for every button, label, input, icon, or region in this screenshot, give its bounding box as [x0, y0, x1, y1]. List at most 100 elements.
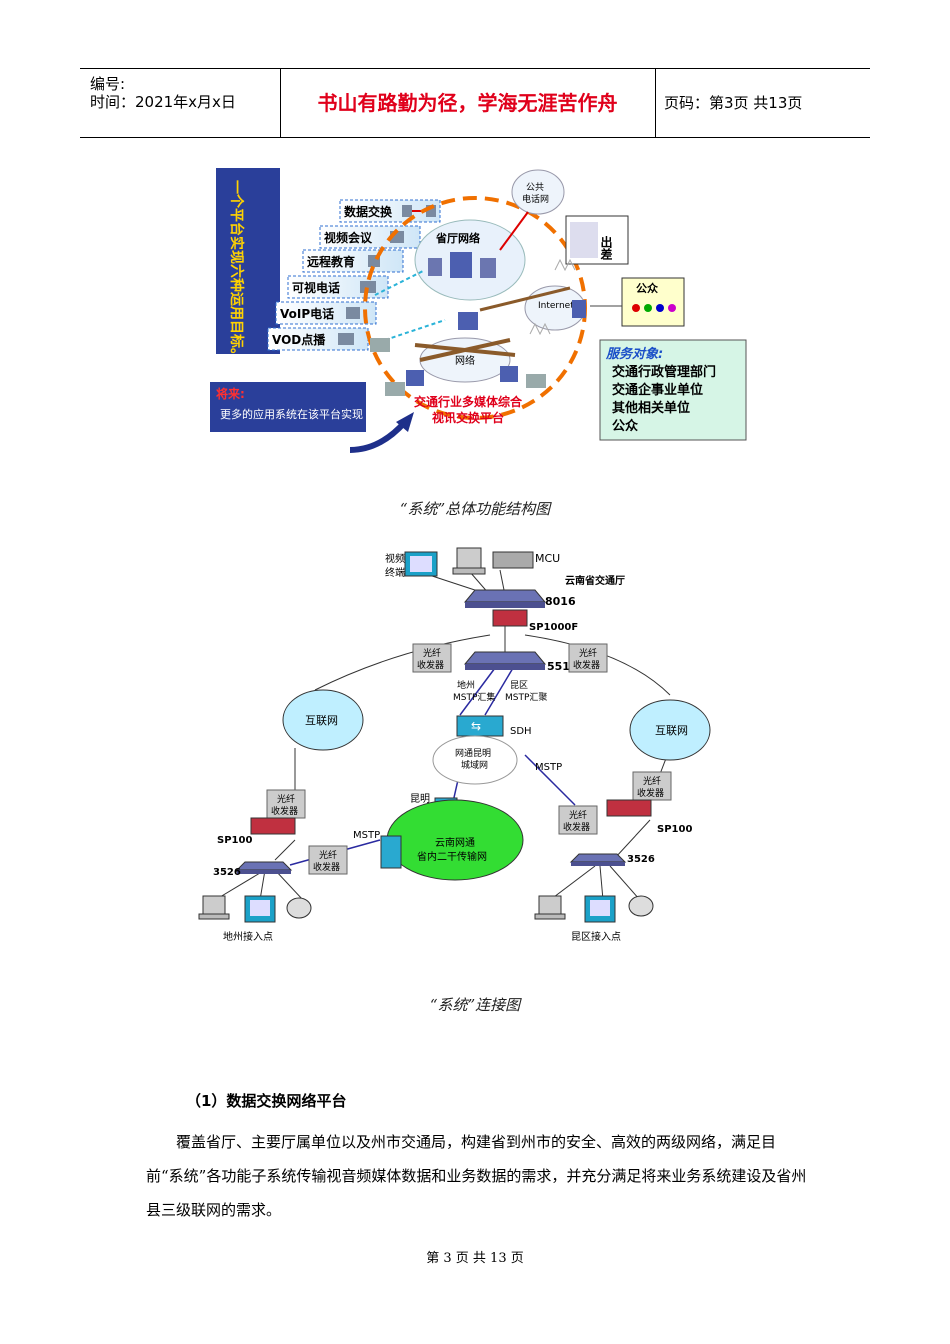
core-net-cloud: 网络	[414, 312, 516, 383]
transceiver-box: 光纤 收发器	[558, 805, 598, 835]
transceiver-box: 光纤 收发器	[266, 789, 306, 819]
metro-line2: 城域网	[461, 759, 488, 771]
transceiver-line1: 光纤	[643, 775, 661, 787]
province-net-label: 省厅网络	[435, 231, 480, 245]
transceiver-box: 光纤 收发器	[412, 643, 452, 673]
future-text: 更多的应用系统在该平台实现	[220, 407, 363, 421]
app-label: VOD点播	[272, 332, 326, 347]
core-net-label: 网络	[455, 354, 475, 367]
transceiver-line2: 收发器	[563, 821, 590, 833]
mstp-label: MSTP	[535, 762, 562, 773]
switch-8016: 8016	[463, 589, 576, 608]
internet-right-label: 互联网	[655, 724, 688, 737]
kunqu-mstp-line1: 昆区	[510, 680, 528, 691]
endpoints-left	[198, 895, 312, 923]
video-terminal-line1: 视频	[385, 552, 405, 565]
video-terminal: 视频 终端	[385, 551, 438, 579]
transceiver-line1: 光纤	[569, 809, 587, 821]
transceiver-line1: 光纤	[579, 647, 597, 659]
platform-devices	[370, 338, 546, 396]
switch-5516: 5516	[463, 651, 578, 673]
transceiver-box: 光纤 收发器	[568, 643, 608, 673]
future-title: 将来:	[216, 386, 245, 401]
firewall-sp100-right: SP100	[606, 799, 692, 835]
vertical-banner	[216, 168, 280, 354]
transceiver-line2: 收发器	[313, 861, 340, 873]
internet-left-label: 互联网	[305, 714, 338, 727]
internet-cloud: Internet	[524, 285, 586, 331]
switch-3526-left: 3526	[213, 861, 293, 878]
service-box: 服务对象: 交通行政管理部门 交通企事业单位 其他相关单位 公众	[599, 339, 747, 441]
app-label: 视频会议	[324, 230, 373, 245]
public-phone-cloud: 公共 电话网	[511, 169, 565, 215]
connection-diagram: 视频 终端 MCU 云南省交通厅 8016 SP1000F 5516 光纤 收发…	[198, 547, 711, 943]
app-label: 数据交换	[344, 204, 393, 219]
transceiver-line2: 收发器	[417, 659, 444, 671]
app-box: 远程教育	[302, 249, 404, 273]
yn-trans-line1: 云南网通	[435, 836, 475, 849]
yn-trans-net: 云南网通 省内二干传输网	[386, 799, 524, 881]
kunqu-mstp-line2: MSTP汇聚	[505, 692, 547, 703]
switch-8016-label: 8016	[545, 595, 576, 608]
internet-left: 互联网	[282, 689, 364, 751]
figure1-caption: “系统”总体功能结构图	[399, 500, 551, 518]
mcu-label: MCU	[535, 552, 560, 565]
header-right-cell: 页码：第3页 共13页	[655, 69, 871, 137]
dizhou-mstp-line2: MSTP汇集	[453, 691, 495, 703]
kunming-label: 昆明	[410, 793, 430, 805]
sdh-device: ⇆ SDH	[456, 715, 532, 737]
app-label: 远程教育	[307, 254, 355, 269]
transceiver-line1: 光纤	[277, 793, 295, 805]
endpoints-right	[534, 895, 654, 923]
mstp-left-label: MSTP	[353, 830, 380, 841]
firewall-sp1000f-label: SP1000F	[529, 622, 578, 633]
page-header: 编号: 时间：2021年x月x日 书山有路勤为径，学海无涯苦作舟 页码：第3页 …	[80, 68, 870, 138]
trip-label: 出差	[599, 235, 613, 260]
platform-label-line1: 交通行业多媒体综合	[414, 394, 523, 409]
service-title: 服务对象:	[605, 346, 663, 362]
service-item: 交通企事业单位	[612, 382, 703, 398]
service-item: 其他相关单位	[612, 400, 690, 416]
vertical-banner-text: 一个平台实现六种运用目标。	[228, 180, 245, 362]
header-motto: 书山有路勤为径，学海无涯苦作舟	[317, 91, 618, 115]
transceiver-line1: 光纤	[319, 849, 337, 861]
app-box: 数据交换	[339, 199, 441, 223]
paragraph-text: 覆盖省厅、主要厅属单位以及州市交通局，构建省到州市的安全、高效的两级网络，满足目…	[146, 1133, 807, 1219]
public-phone-line2: 电话网	[522, 193, 549, 205]
metro-line1: 网通昆明	[455, 748, 491, 759]
dept-label: 云南省交通厅	[565, 574, 625, 587]
sp100-left-label: SP100	[217, 835, 252, 846]
figure2-caption: “系统”连接图	[429, 996, 521, 1014]
province-net-cloud: 省厅网络	[414, 219, 526, 301]
service-item: 交通行政管理部门	[612, 364, 716, 380]
sdh-label: SDH	[510, 726, 532, 737]
app-box: VoIP电话	[275, 301, 377, 325]
pc-icon	[452, 547, 486, 575]
header-left-cell: 编号: 时间：2021年x月x日	[80, 69, 281, 137]
transceiver-line2: 收发器	[637, 787, 664, 799]
dizhou-access-label: 地州接入点	[223, 930, 273, 943]
internet-label: Internet	[538, 301, 574, 311]
sw3526-right-label: 3526	[627, 854, 655, 865]
kunqu-access-label: 昆区接入点	[571, 930, 621, 943]
app-box: 视频会议	[319, 225, 421, 249]
sp100-right-label: SP100	[657, 824, 692, 835]
platform-label-line2: 视讯交换平台	[432, 410, 504, 425]
mcu-device: MCU	[492, 551, 560, 569]
section-paragraph: 覆盖省厅、主要厅属单位以及州市交通局，构建省到州市的安全、高效的两级网络，满足目…	[146, 1125, 812, 1227]
function-structure-diagram: 一个平台实现六种运用目标。 数据交换 视频会议 远程教育 可视电话 VoIP电话…	[210, 168, 747, 453]
doc-number-label: 编号:	[90, 75, 126, 93]
app-label: 可视电话	[292, 280, 340, 295]
yn-trans-line2: 省内二干传输网	[417, 850, 487, 863]
app-label: VoIP电话	[280, 306, 334, 321]
video-terminal-line2: 终端	[385, 566, 405, 579]
service-item: 公众	[612, 418, 638, 434]
firewall-sp1000f: SP1000F	[492, 609, 578, 633]
sdh-icon-glyph: ⇆	[471, 719, 481, 733]
page-info: 页码：第3页 共13页	[664, 94, 803, 112]
transceiver-box: 光纤 收发器	[308, 845, 348, 875]
trip-box: 出差	[565, 215, 629, 265]
public-label: 公众	[636, 281, 659, 295]
section-heading: （1）数据交换网络平台	[186, 1092, 347, 1110]
future-box: 将来: 更多的应用系统在该平台实现	[210, 382, 414, 453]
